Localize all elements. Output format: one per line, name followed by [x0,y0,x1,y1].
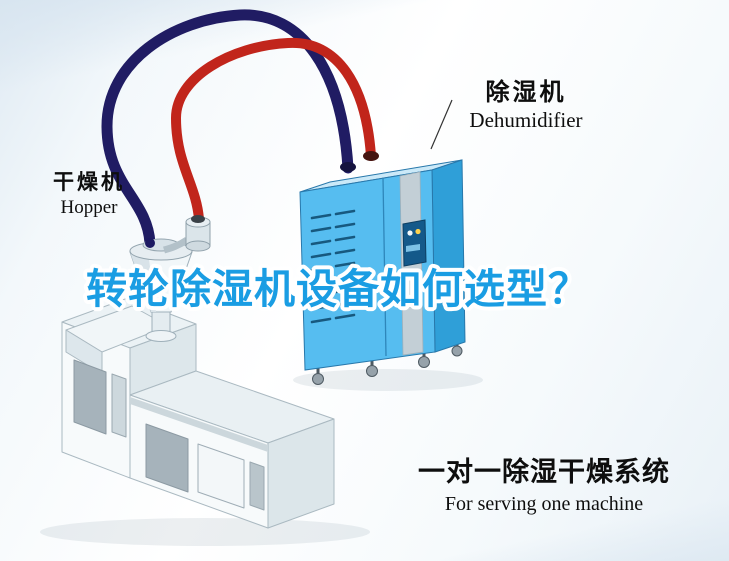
hopper-collar [145,330,177,342]
dehumidifier-label-en: Dehumidifier [469,108,583,132]
caster-wheel [418,356,430,368]
headline-text: 转轮除湿机设备如何选型？ [86,266,590,312]
supply-pipe-red [170,37,376,224]
system-label: 一对一除湿干燥系统 For serving one machine [396,450,692,516]
indicator-light [415,228,421,235]
caster-wheel [312,373,324,385]
body-panel-light [197,443,245,509]
blower-unit [185,215,211,252]
hopper-dryer-unit [129,215,211,342]
caster-wheel [451,345,463,357]
tower-panel-small [111,373,127,438]
return-pipe-blue [101,9,354,249]
vent-slots [310,209,356,324]
body-panel-dark [145,423,189,493]
tower-panel [73,359,107,435]
panel-display [406,244,420,252]
system-label-zh: 一对一除湿干燥系统 [418,457,670,487]
hopper-cone-shade [130,252,156,312]
body-panel-side [249,461,265,511]
extruder-machine [61,297,335,529]
system-label-en: For serving one machine [444,493,644,515]
dryer-label: 干燥机 Hopper [38,166,140,219]
blower-tube [163,237,189,254]
dehumidifier-unit [299,151,466,385]
supply-pipe-connector [363,151,379,161]
door-seam [382,177,387,357]
extruder-shadow [40,518,370,546]
supply-pipe-fitting [191,215,205,223]
caster-wheel [366,365,378,377]
label-pointer-line [430,99,453,150]
return-pipe-connector [340,162,356,172]
dehumidifier-label: 除湿机 Dehumidifier [450,72,602,133]
dehumidifier-shadow [293,369,483,391]
control-panel [402,219,427,267]
power-button [407,230,413,236]
air-hoses [101,9,376,249]
return-pipe-fitting [145,238,155,248]
dryer-label-en: Hopper [60,197,118,218]
dryer-label-zh: 干燥机 [53,171,125,194]
body-rail [130,397,268,452]
dehumidifier-label-zh: 除湿机 [485,79,567,106]
